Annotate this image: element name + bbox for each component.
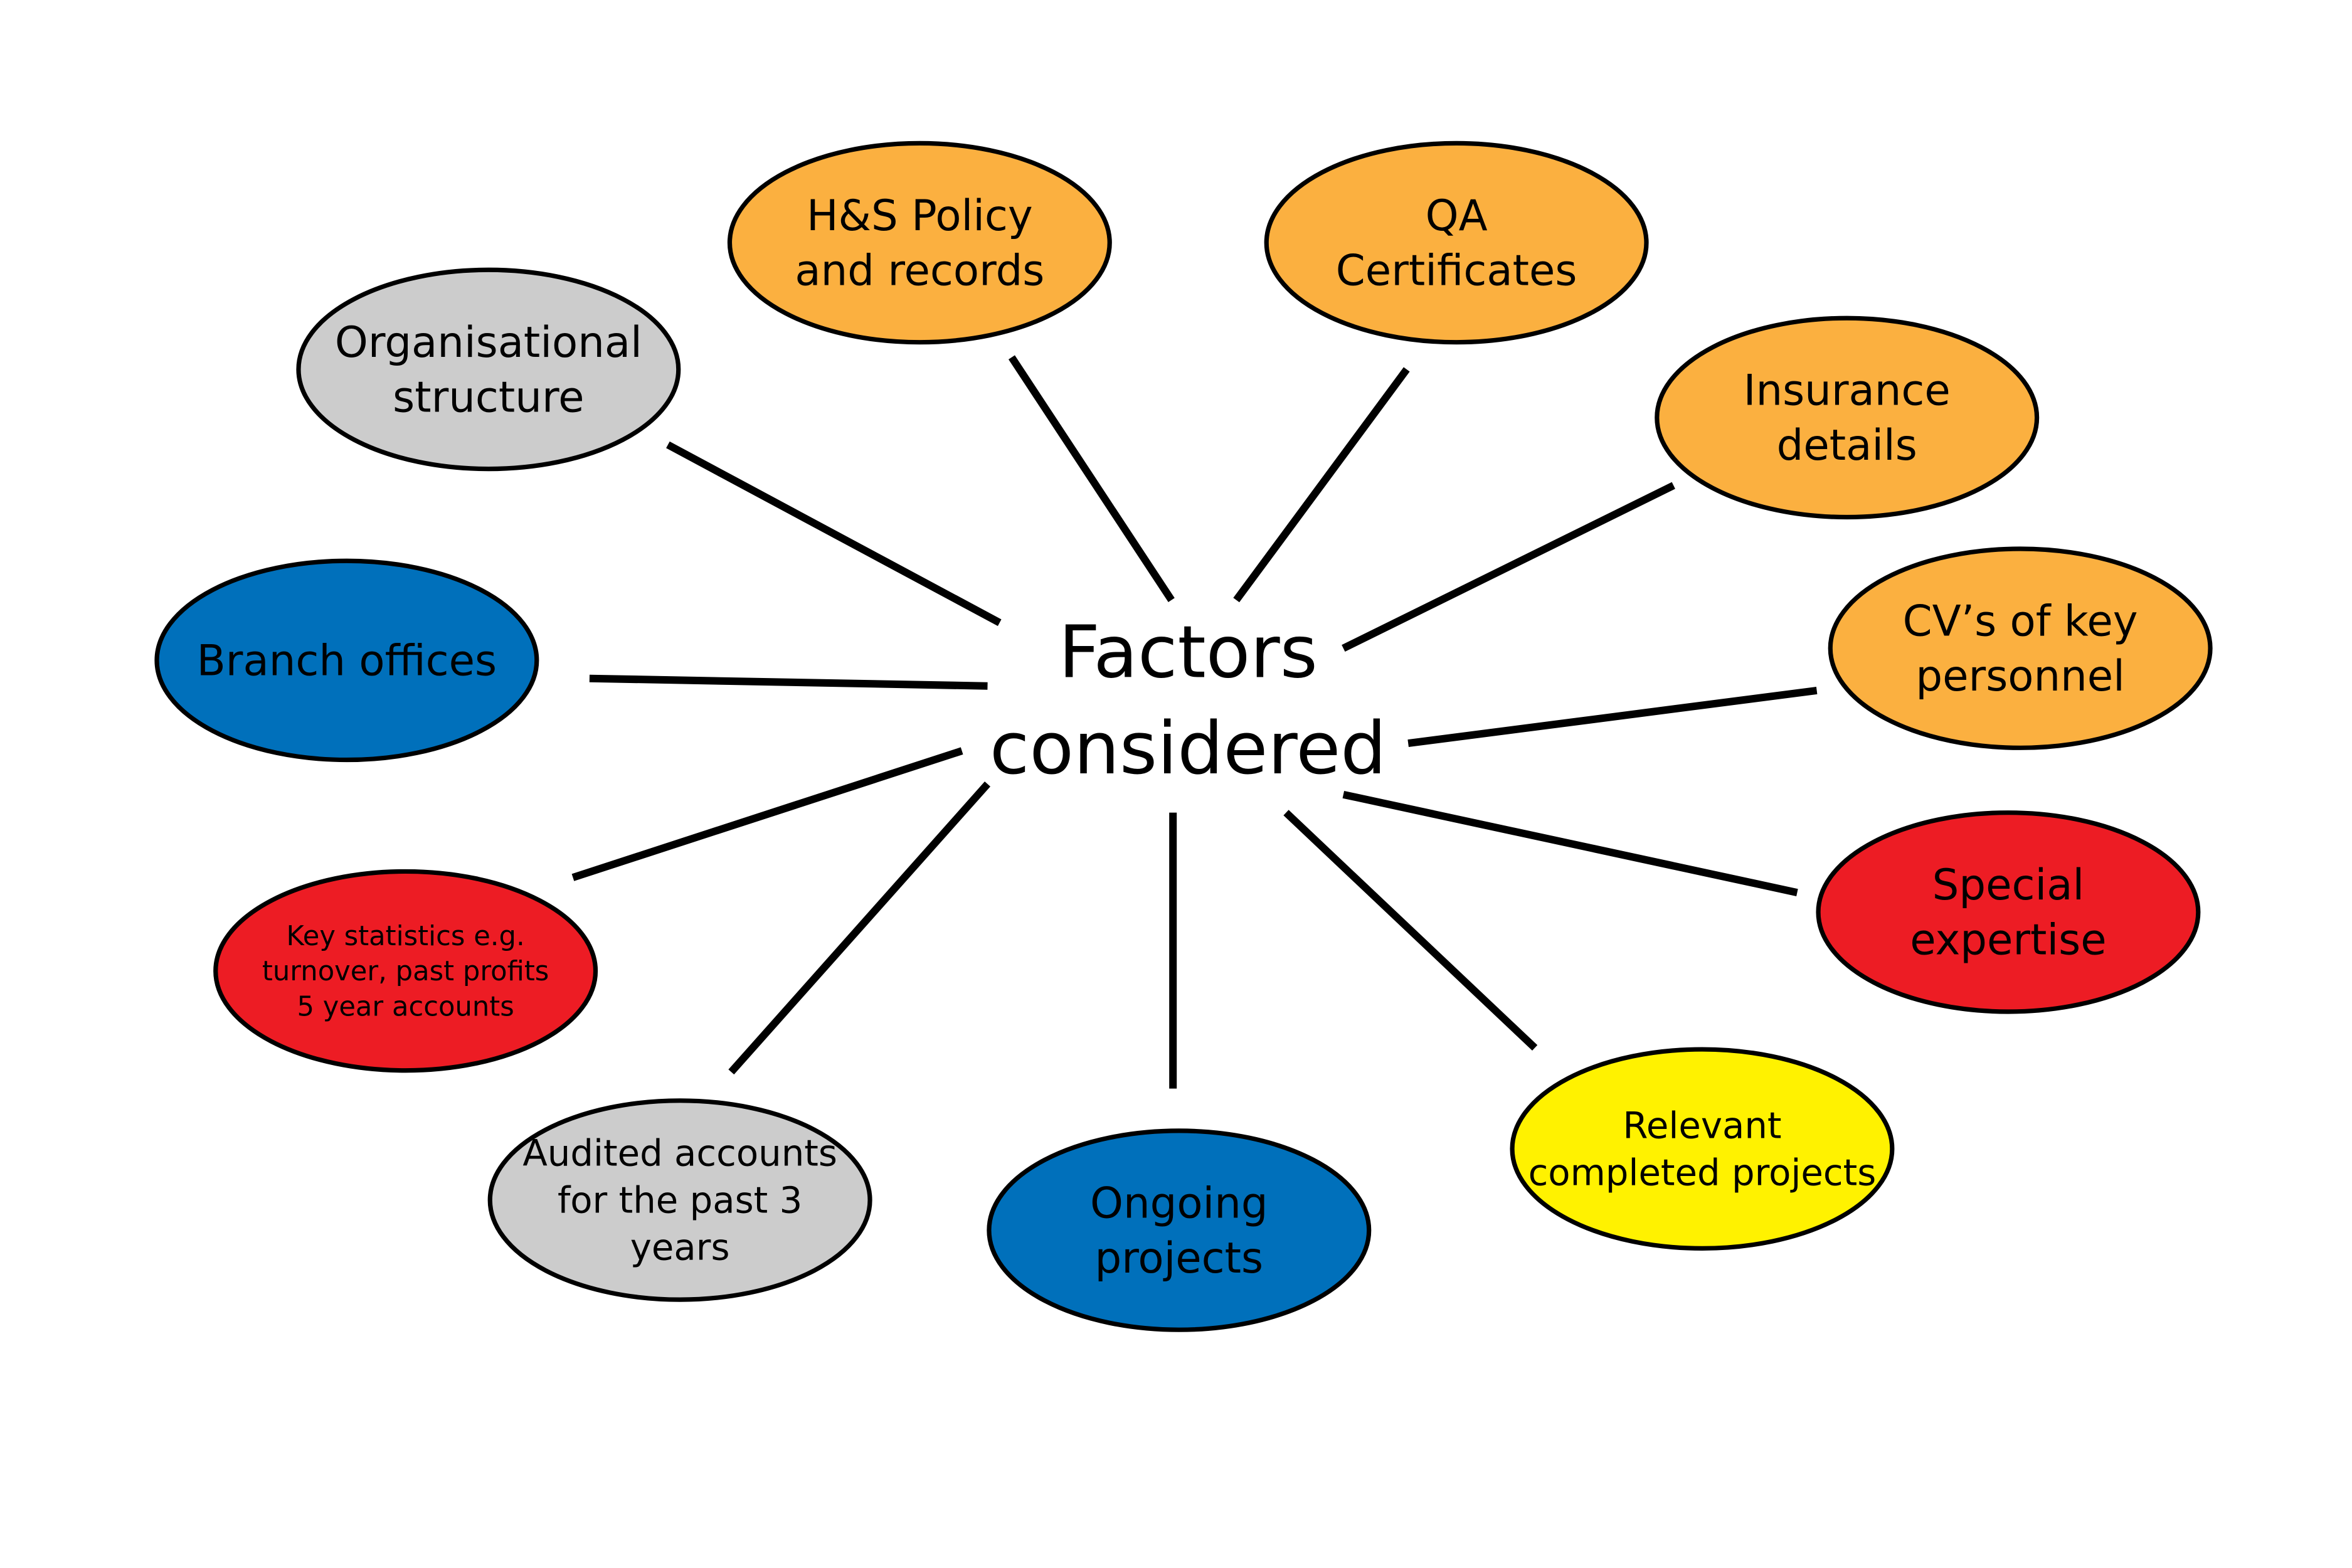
node-ellipse (487, 1098, 872, 1302)
node-label-line: turnover, past profits (262, 956, 549, 987)
node-label-line: Ongoing (1090, 1179, 1268, 1227)
node-branch-offices: Branch offices (154, 558, 539, 763)
node-label-line: details (1777, 421, 1917, 470)
connector-hs-policy (1008, 355, 1175, 603)
connector-relevant-completed-projects (1283, 810, 1538, 1051)
node-ellipse (1816, 810, 2201, 1014)
node-organisational-structure: Organisational structure (296, 267, 681, 472)
node-label-line: completed projects (1528, 1151, 1877, 1194)
node-label-line: Relevant (1623, 1104, 1781, 1147)
node-label-line: for the past 3 (558, 1179, 802, 1222)
connector-key-statistics (571, 747, 963, 881)
node-ellipse (1828, 546, 2213, 750)
node-key-statistics: Key statistics e.g. turnover, past profit… (213, 869, 598, 1073)
node-label-line: projects (1094, 1234, 1263, 1283)
center-title-line-2: considered (990, 707, 1387, 791)
node-cvs-key-personnel: CV’s of key personnel (1828, 546, 2213, 750)
node-ongoing-projects: Ongoing projects (987, 1128, 1372, 1332)
node-ellipse (727, 140, 1112, 345)
node-label-line: personnel (1915, 652, 2124, 701)
node-label-line: Special (1932, 861, 2084, 909)
node-ellipse (154, 558, 539, 763)
connector-qa-certificates (1233, 367, 1410, 603)
connector-insurance-details (1342, 482, 1675, 652)
node-label-line: Certificates (1336, 246, 1577, 295)
node-label-line: Key statistics e.g. (287, 921, 525, 952)
node-label-line: Audited accounts (522, 1132, 837, 1175)
node-label-line: Insurance (1744, 366, 1951, 415)
node-label-line: QA (1426, 191, 1488, 240)
nodes: Organisational structure H&S Policy and rec… (154, 140, 2213, 1332)
node-hs-policy: H&S Policy and records (727, 140, 1112, 345)
connector-branch-offices (589, 674, 988, 690)
connector-special-expertise (1342, 790, 1798, 896)
node-label-line: structure (393, 373, 584, 421)
node-label-line: H&S Policy (807, 191, 1033, 240)
node-label-line: expertise (1910, 916, 2106, 965)
node-label-line: and records (795, 246, 1044, 295)
node-label-line: 5 year accounts (297, 991, 514, 1022)
node-insurance-details: Insurance details (1655, 315, 2040, 520)
node-label-line: Branch offices (197, 636, 497, 685)
node-ellipse (1510, 1047, 1895, 1251)
center-title-line-1: Factors (1059, 610, 1318, 694)
connector-cvs-key-personnel (1407, 687, 1818, 748)
node-ellipse (1655, 315, 2040, 520)
node-ellipse (987, 1128, 1372, 1332)
node-ellipse (213, 869, 598, 1073)
node-ellipse (296, 267, 681, 472)
node-label-line: Organisational (335, 318, 642, 367)
connector-audited-accounts (728, 781, 991, 1075)
connectors (571, 355, 1818, 1089)
node-qa-certificates: QA Certificates (1264, 140, 1649, 345)
node-label-line: years (630, 1226, 730, 1269)
node-special-expertise: Special expertise (1816, 810, 2201, 1014)
connector-organisational-structure (666, 441, 1002, 627)
node-ellipse (1264, 140, 1649, 345)
node-label-line: CV’s of key (1903, 596, 2138, 645)
